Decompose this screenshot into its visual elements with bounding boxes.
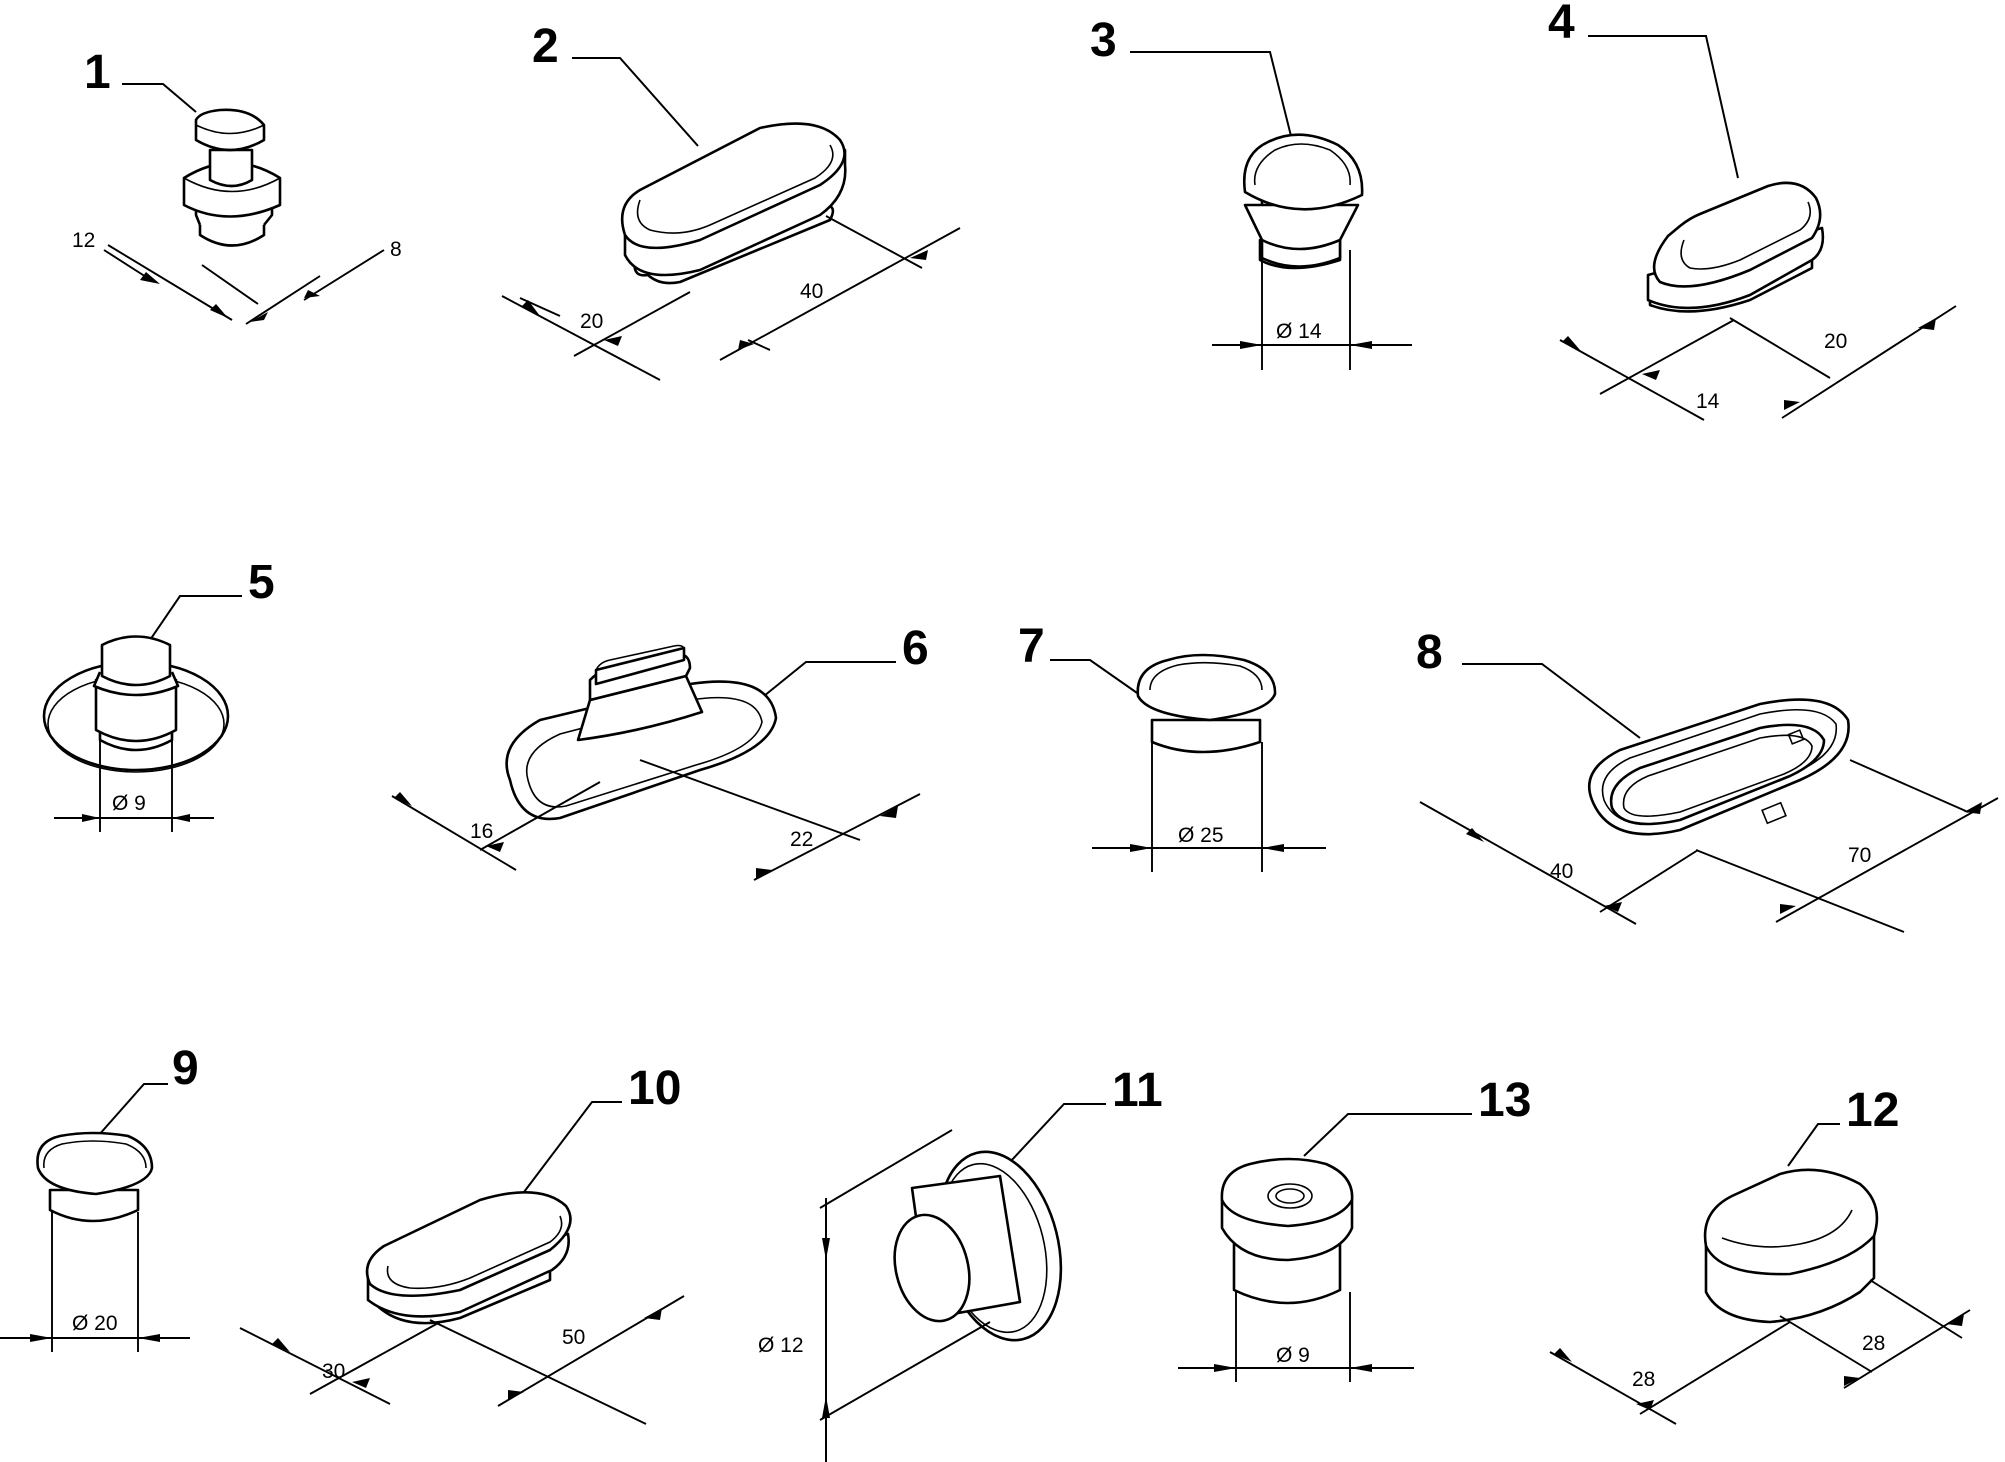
part-number-8: 8 (1416, 626, 1443, 679)
part-number-2: 2 (532, 20, 559, 73)
leader-line (1050, 659, 1141, 696)
part-12-shape (1703, 1168, 1879, 1324)
leader-line (122, 83, 197, 113)
dimension-label: 20 (580, 310, 603, 333)
part-number-10: 10 (628, 1062, 681, 1115)
leader-line (1009, 1103, 1106, 1163)
part-number-4: 4 (1548, 0, 1575, 49)
dimension-label: Ø 14 (1276, 320, 1322, 343)
part-8: 8 40 70 (1416, 626, 1999, 933)
part-13-shape (1220, 1157, 1354, 1305)
dimension-label: 40 (800, 280, 823, 303)
part-5: 5 Ø 9 (42, 556, 275, 832)
dimension-label: 70 (1848, 844, 1871, 867)
leader-line (97, 1083, 168, 1137)
leader-line (1130, 51, 1293, 141)
part-number-11: 11 (1112, 1064, 1163, 1117)
part-2-shape (620, 122, 847, 285)
part-9-shape (36, 1131, 154, 1223)
dimension-label: 40 (1550, 860, 1573, 883)
part-number-12: 12 (1846, 1084, 1899, 1137)
part-11: 11 Ø 12 (758, 1064, 1163, 1462)
part-number-9: 9 (172, 1042, 199, 1095)
dimension-label: 20 (1824, 330, 1847, 353)
part-3-shape (1242, 133, 1364, 270)
dimension-label: 28 (1862, 1332, 1885, 1355)
dimension-label: Ø 25 (1178, 824, 1224, 847)
part-10-shape (365, 1191, 572, 1325)
dimension-label: Ø 12 (758, 1334, 804, 1357)
dimension-label: 16 (470, 820, 493, 843)
leader-line (763, 661, 896, 697)
part-9: 9 Ø 20 (0, 1042, 199, 1352)
dimension-label: 50 (562, 1326, 585, 1349)
leader-line (572, 57, 699, 147)
part-1: 1 12 8 (72, 46, 402, 325)
part-7-shape (1136, 653, 1277, 754)
dimension-label: 12 (72, 229, 95, 252)
dimension-line (107, 244, 233, 321)
part-3: 3 Ø 14 (1090, 14, 1412, 370)
leader-line (1787, 1123, 1840, 1167)
part-4: 4 14 20 (1548, 0, 1957, 421)
part-6-shape (505, 644, 778, 821)
part-5-shape (42, 635, 230, 773)
part-number-13: 13 (1478, 1074, 1531, 1127)
part-number-3: 3 (1090, 14, 1117, 67)
dimension-label: 8 (390, 238, 402, 261)
dimension-label: Ø 9 (112, 792, 146, 815)
part-4-shape (1646, 181, 1825, 313)
part-number-1: 1 (84, 46, 111, 99)
part-10: 10 30 50 (239, 1062, 685, 1425)
part-number-5: 5 (248, 556, 275, 609)
part-11-shape (893, 1150, 1063, 1342)
leader-line (149, 595, 242, 641)
part-6: 6 16 22 (391, 622, 929, 881)
part-12: 12 28 28 (1549, 1084, 1971, 1425)
leader-line (1462, 663, 1641, 739)
dimension-label: Ø 9 (1276, 1344, 1310, 1367)
part-8-shape (1587, 698, 1850, 836)
dimension-label: 30 (322, 1360, 345, 1383)
part-number-6: 6 (902, 622, 929, 675)
part-number-7: 7 (1018, 620, 1045, 673)
part-2: 2 20 40 (501, 20, 961, 381)
part-7: 7 Ø 25 (1018, 620, 1326, 872)
dimension-label: 22 (790, 828, 813, 851)
dimension-label: 14 (1696, 390, 1720, 413)
dimension-label: 28 (1632, 1368, 1655, 1391)
part-13: 13 Ø 9 (1178, 1074, 1531, 1382)
part-1-shape (182, 108, 282, 247)
leader-line (523, 1101, 622, 1193)
leader-line (1588, 35, 1739, 179)
leader-line (1303, 1113, 1472, 1157)
dimension-label: Ø 20 (72, 1312, 118, 1335)
